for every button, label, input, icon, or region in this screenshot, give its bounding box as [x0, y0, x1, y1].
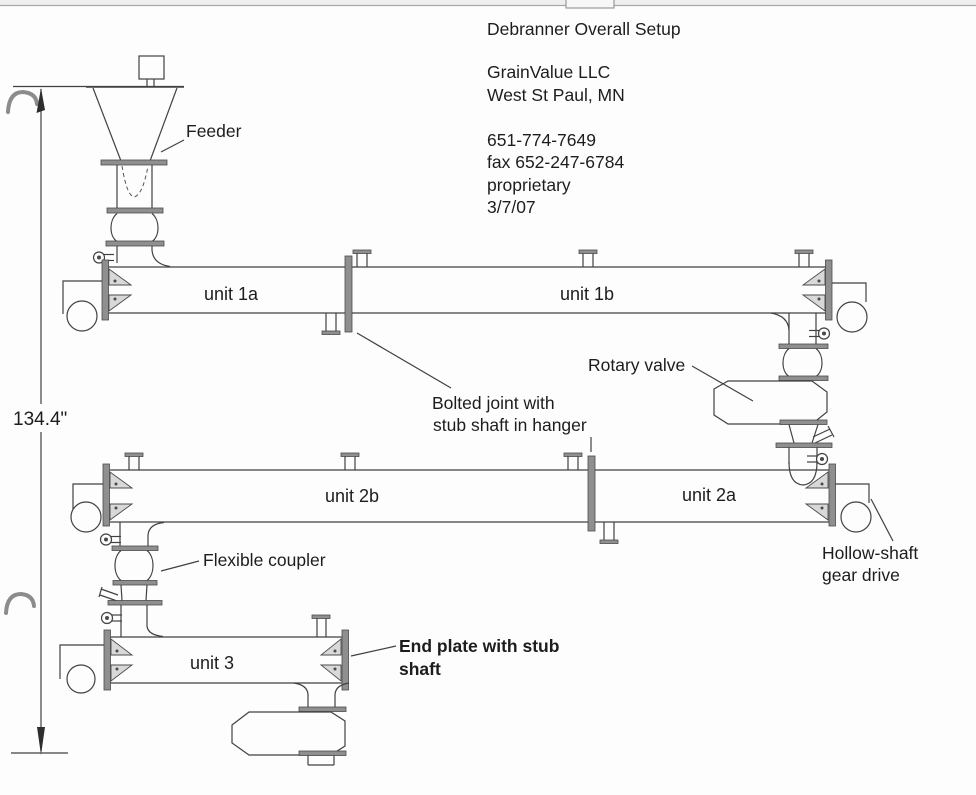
fax-number: fax 652-247-6784 [487, 152, 624, 172]
conveyor-row-1: unit 1a unit 1b [62, 249, 868, 336]
punch-hole-mark-top [6, 89, 39, 114]
company-name: GrainValue LLC [487, 62, 610, 82]
end-plate-left-3 [103, 629, 111, 691]
end-plate-left-1 [101, 259, 109, 321]
unit-1b-label: unit 1b [560, 284, 614, 304]
hollow-shaft-label-line2: gear drive [822, 565, 900, 585]
end-plate-right-1 [825, 259, 833, 321]
hollow-shaft-leader [870, 498, 894, 542]
rotary-valve-body [713, 380, 828, 425]
unit-1a-label: unit 1a [204, 284, 259, 304]
rotary-valve-label: Rotary valve [588, 355, 685, 375]
proprietary-note: proprietary [487, 175, 571, 195]
bottom-valve-inlet [293, 682, 350, 712]
leader-lines [160, 139, 894, 657]
feeder-flex-bellows [105, 213, 165, 247]
rotary-valve-leader [691, 365, 754, 402]
valve-inlet-pipe [770, 312, 831, 349]
feeder-hopper [86, 86, 184, 214]
drawing-title: Debranner Overall Setup [487, 19, 681, 39]
feeder-assembly [86, 55, 184, 268]
coupler-lower-spool [98, 584, 164, 638]
end-plate-left-2 [102, 463, 110, 527]
gussets-row3 [110, 638, 342, 682]
feeder-drop-pipe [92, 246, 171, 268]
valve-outlet-funnel [775, 424, 835, 448]
bottom-valve-outlet [307, 755, 335, 766]
flexible-coupler-label: Flexible coupler [203, 550, 326, 570]
gussets-row1 [108, 268, 826, 312]
conveyor-row-2: unit 2b unit 2a [70, 452, 872, 545]
scan-edge-box [565, 0, 615, 9]
flexible-coupler-leader [160, 560, 200, 572]
rotary-valve-bottom-assembly [231, 682, 350, 766]
drawing-date: 3/7/07 [487, 197, 536, 217]
dimension-134: 134.4" [11, 85, 184, 755]
unit-2a-label: unit 2a [682, 485, 737, 505]
gear-drive-left-row3 [59, 644, 104, 694]
unit-2b-label: unit 2b [325, 486, 379, 506]
end-plate-right-2 [828, 463, 836, 527]
feeder-label: Feeder [186, 121, 242, 141]
gear-drive-right-row2 [835, 483, 872, 533]
end-plate-label-line1: End plate with stub [399, 636, 559, 656]
coupler-inlet-pipe [99, 521, 165, 551]
coupler-bellows [112, 550, 158, 586]
bottom-valve-body [231, 711, 346, 756]
company-location: West St Paul, MN [487, 85, 625, 105]
rotary-valve-assembly [713, 312, 835, 486]
title-block: Debranner Overall Setup GrainValue LLC W… [487, 19, 681, 217]
valve-discharge-pipe [788, 447, 829, 486]
end-plate-right-3 [341, 629, 349, 691]
unit-3-label: unit 3 [190, 653, 234, 673]
dimension-label: 134.4" [13, 409, 67, 430]
bolted-joint-label-line2: stub shaft in hanger [433, 415, 587, 435]
punch-hole-mark-bottom [4, 591, 36, 615]
annotation-labels: Feeder Rotary valve Bolted joint with st… [186, 121, 918, 679]
bolted-joint-row1 [344, 255, 353, 333]
feeder-motor-box [138, 55, 165, 87]
bolted-joint-leader [356, 332, 452, 389]
valve-flex-coupler-top [778, 348, 829, 381]
gear-drive-left-row2 [70, 483, 103, 533]
flexible-coupler-assembly [98, 521, 165, 638]
scan-page-edge [0, 0, 976, 9]
bolted-joint-row2 [587, 455, 596, 532]
feeder-leader [160, 139, 185, 153]
unit3-top-stub [311, 614, 331, 637]
phone-number: 651-774-7649 [487, 130, 596, 150]
gussets-row2 [109, 471, 829, 521]
gear-drive-left-row1 [62, 280, 102, 332]
hollow-shaft-label-line1: Hollow-shaft [822, 543, 918, 563]
end-plate-leader [350, 645, 397, 657]
conveyor-row-3: unit 3 [59, 614, 349, 694]
gear-drive-right-row1 [832, 282, 868, 333]
bolted-joint-label-line1: Bolted joint with [432, 393, 555, 413]
end-plate-label-line2: shaft [399, 659, 441, 679]
